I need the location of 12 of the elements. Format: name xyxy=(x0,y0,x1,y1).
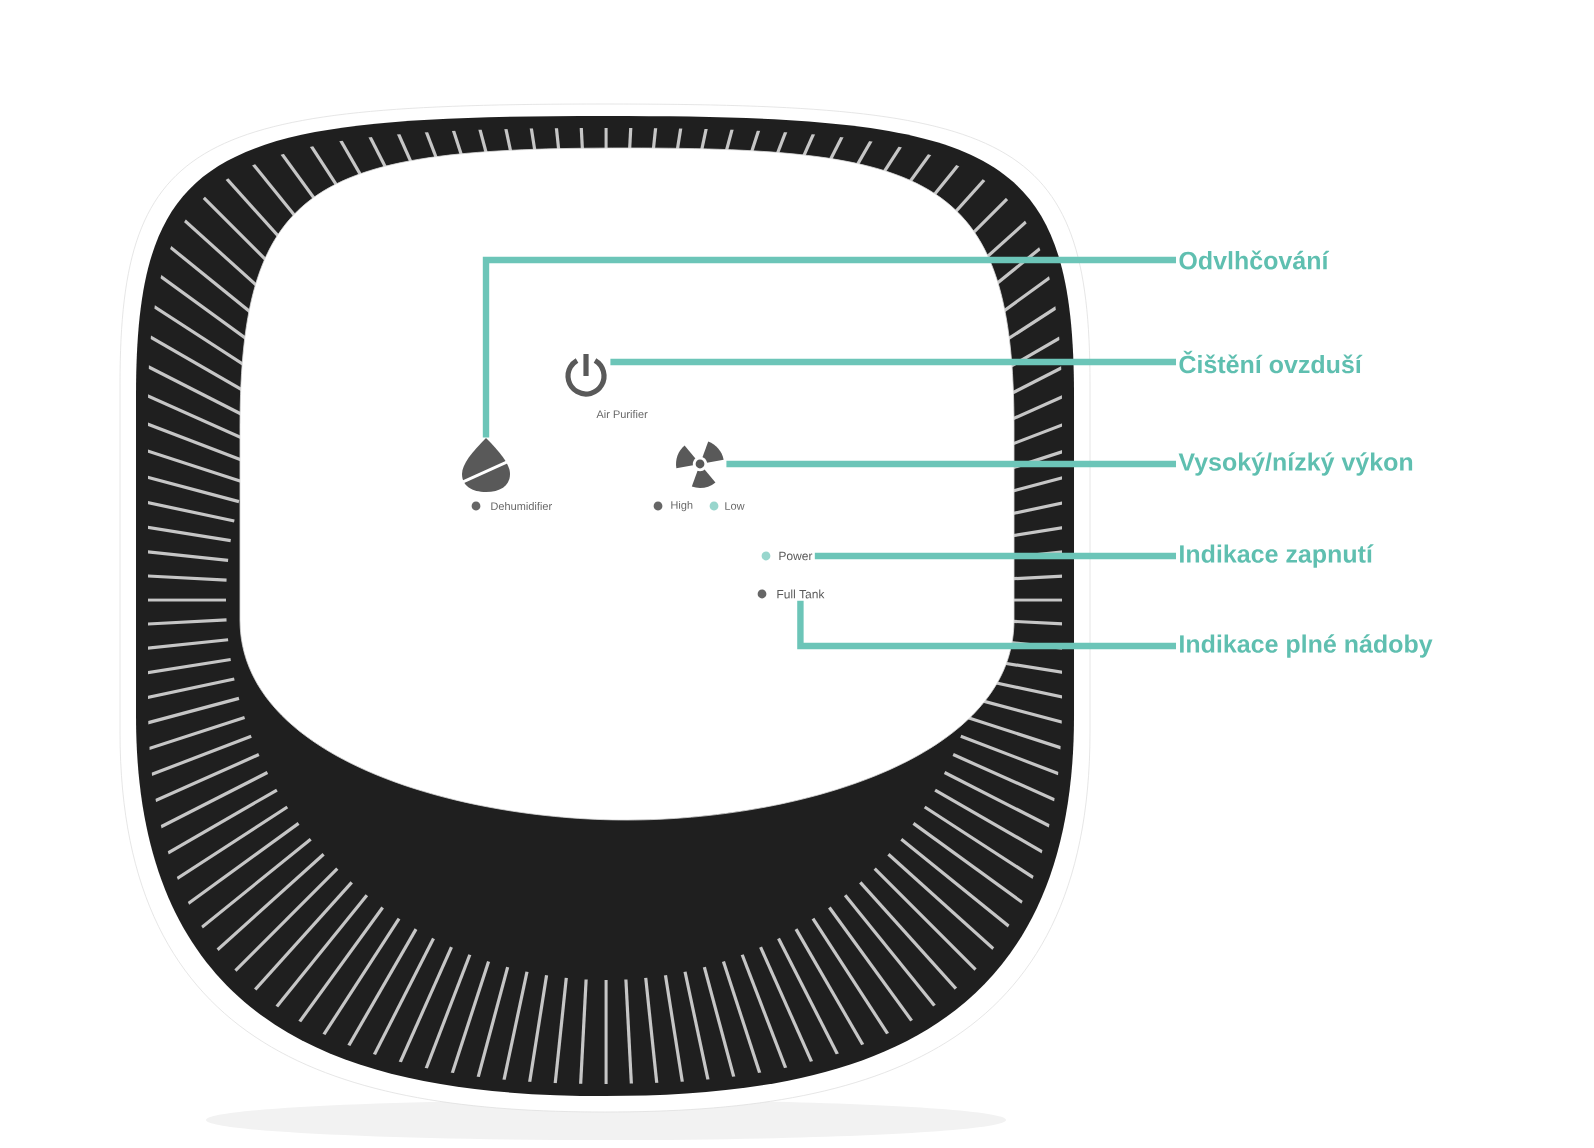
leader-line xyxy=(726,460,1176,468)
leader-line xyxy=(482,256,1176,438)
leader-line xyxy=(610,358,1176,366)
power-icon xyxy=(565,354,607,397)
callout-text: Vysoký/nízký výkon xyxy=(1178,452,1413,476)
callout-text: Čištění ovzduší xyxy=(1179,350,1363,374)
callout-text: Indikace plné nádoby xyxy=(1180,634,1433,658)
leader-line xyxy=(814,552,1176,560)
leader-line xyxy=(797,600,1176,650)
callout-text: Odvlhčování xyxy=(1179,250,1330,270)
fan-icon xyxy=(676,441,724,488)
callout-text: Indikace zapnutí xyxy=(1180,544,1374,568)
